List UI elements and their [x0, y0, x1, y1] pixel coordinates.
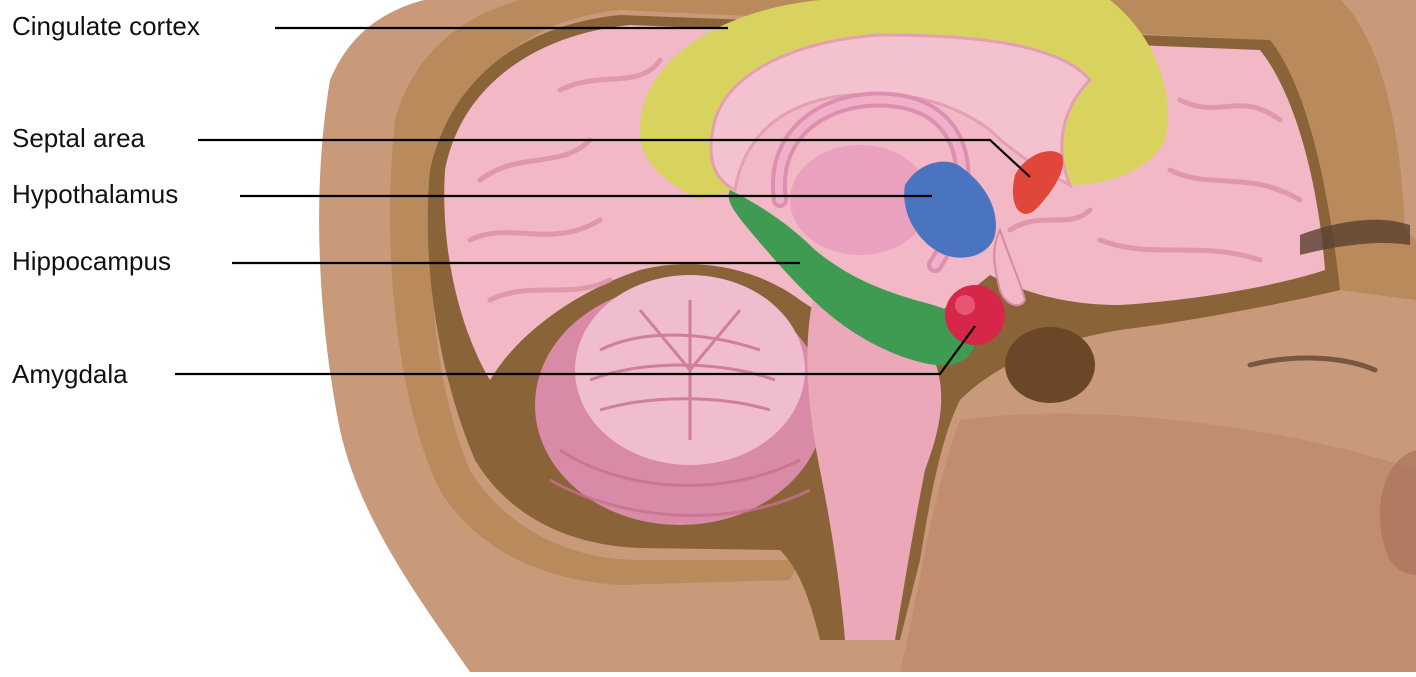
- sphenoid-sinus: [1005, 327, 1095, 403]
- face-shading: [900, 414, 1416, 672]
- label-cingulate-cortex: Cingulate cortex: [12, 13, 200, 39]
- label-amygdala: Amygdala: [12, 361, 128, 387]
- label-septal-area: Septal area: [12, 125, 145, 151]
- amygdala-region: [945, 285, 1005, 345]
- amygdala-highlight: [955, 295, 975, 315]
- label-hypothalamus: Hypothalamus: [12, 181, 178, 207]
- label-hippocampus: Hippocampus: [12, 248, 171, 274]
